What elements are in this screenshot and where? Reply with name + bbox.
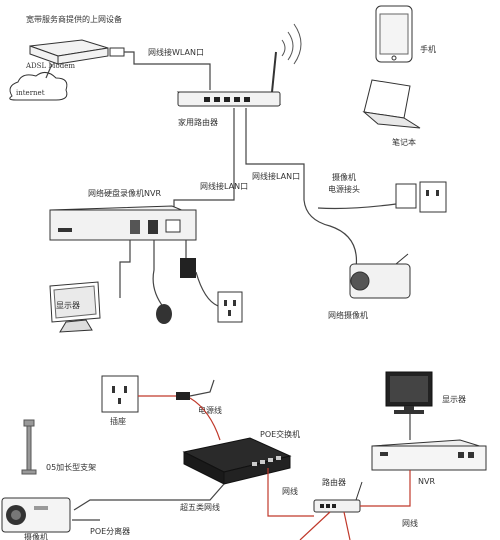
monitor-label: 显示器 <box>56 301 80 310</box>
display-label: 显示器 <box>442 395 466 404</box>
monitor-icon <box>49 281 101 333</box>
adsl-modem-label: ADSL Modem <box>25 62 75 70</box>
bracket-label: 05加长型支架 <box>46 462 96 472</box>
adsl-modem-icon <box>29 39 125 65</box>
socket-label: 插座 <box>110 416 126 426</box>
lan-cable-label-1: 网线接LAN口 <box>200 181 248 191</box>
laptop-icon <box>362 79 421 129</box>
poe-splitter-label: POE分离器 <box>90 526 130 536</box>
ip-camera-icon <box>349 253 411 299</box>
router-down-cables <box>299 511 351 540</box>
internet-label: internet <box>16 89 45 97</box>
poe-switch-icon <box>182 437 292 485</box>
router-bottom-label: 路由器 <box>322 477 346 487</box>
bracket-icon <box>21 419 37 475</box>
power-cord-label: 电源线 <box>198 405 222 415</box>
cable-label-2: 网线 <box>402 518 418 528</box>
camera-power-adapter-icon <box>395 181 447 213</box>
camera-lan-to-camera <box>303 199 358 269</box>
nvr-bottom-label: NVR <box>418 477 435 486</box>
power-plug-icon <box>176 392 190 400</box>
wall-outlet-icon <box>217 291 243 323</box>
camera-power-label: 摄像机 <box>332 172 356 182</box>
display-icon <box>385 371 433 414</box>
cable-label-1: 网线 <box>282 486 298 496</box>
wlan-cable <box>124 51 211 90</box>
power-to-switch-red <box>189 397 221 441</box>
camera-power-label-2: 电源接头 <box>328 184 360 194</box>
nvr-monitor-cable <box>119 240 131 298</box>
socket-icon <box>101 375 139 413</box>
camera-bottom-label: 摄像机 <box>24 532 48 540</box>
mouse-icon <box>156 304 172 324</box>
router-nvr-cable <box>360 470 411 507</box>
internet-cloud-icon <box>9 72 68 101</box>
cat5-cable-label: 超五类网线 <box>180 502 220 512</box>
power-cord-line <box>189 379 215 397</box>
modem-internet-link <box>45 63 53 79</box>
nvr-mouse-cable <box>152 240 165 309</box>
nvr-icon <box>49 205 197 241</box>
adapter-cable <box>195 271 219 307</box>
nvr-title: 网络硬盘录像机NVR <box>88 188 161 198</box>
phone-icon <box>375 5 413 63</box>
camera-bottom-icon <box>1 497 71 533</box>
lan-cable-label-2: 网线接LAN口 <box>252 171 300 181</box>
power-adapter-icon <box>180 258 196 278</box>
cat5-cable <box>73 483 225 511</box>
camera-power-cable <box>317 203 397 210</box>
router-label: 家用路由器 <box>178 117 218 127</box>
lan-cable-camera <box>245 108 305 200</box>
poe-switch-label: POE交换机 <box>260 429 300 439</box>
wlan-cable-label: 网线接WLAN口 <box>148 47 204 57</box>
phone-label: 手机 <box>420 44 436 54</box>
ip-camera-label: 网络摄像机 <box>328 310 368 320</box>
nvr-bottom-icon <box>371 439 487 471</box>
isp-caption: 宽带服务商提供的上网设备 <box>26 14 122 24</box>
laptop-label: 笔记本 <box>392 137 416 147</box>
home-router-icon <box>176 23 302 107</box>
switch-router-cable <box>267 468 314 517</box>
